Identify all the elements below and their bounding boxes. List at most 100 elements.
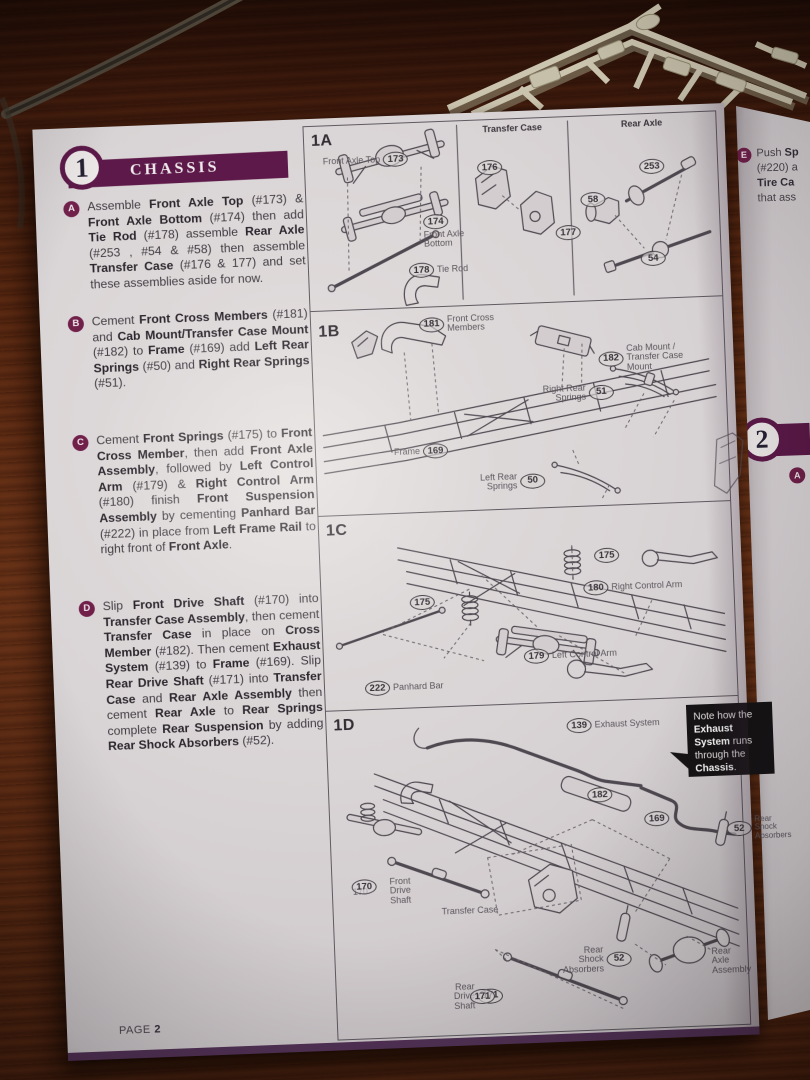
diagram-panel-1d: 1D 139 Exhaust System 182 169 52 Rear Sh… — [324, 694, 792, 1041]
step-b: B Cement Front Cross Members (#181) and … — [67, 306, 311, 393]
label-text: Front Axle Bottom — [423, 228, 465, 250]
front-axle-bottom-drawing — [341, 191, 449, 242]
step-d: D Slip Front Drive Shaft (#170) into Tra… — [78, 591, 324, 756]
diagram-panel-1a: 1A Transfer Case Rear Axle Front Axle To… — [302, 110, 724, 313]
label-176: 176 — [476, 159, 503, 176]
diagram-panel-1c: 1C 175 175 222 Panhard Bar 179 Left Cont… — [317, 500, 739, 712]
part-number-oval: 222 — [364, 680, 391, 697]
label-text: Front Cross Members — [446, 312, 495, 334]
page-footer: PAGE 2 — [119, 1023, 161, 1037]
right-control-arm-drawing — [641, 549, 718, 567]
label-text: Cab Mount / Transfer Case Mount — [625, 341, 684, 372]
step-badge-a-next: A — [788, 467, 806, 484]
label-54: 54 — [640, 250, 667, 267]
next-page-line: Tire Ca — [757, 176, 795, 190]
label-58: 58 — [580, 191, 606, 208]
label-182: 182 — [587, 786, 613, 803]
panel-1d-line-art — [346, 727, 740, 1010]
label-text: Front Axle Top — [322, 154, 381, 167]
label-177: 177 — [555, 224, 581, 241]
label-text: Left Rear Springs — [479, 471, 518, 492]
label-text: Panhard Bar — [392, 680, 444, 692]
label-frame: Frame 169 — [393, 442, 449, 460]
left-rear-spring-drawing — [551, 461, 621, 494]
next-column-part-peek — [713, 432, 744, 494]
right-rear-spring-drawing — [609, 365, 680, 398]
part-number-oval: 175 — [593, 547, 620, 564]
part-number-oval: 50 — [519, 473, 546, 490]
next-page-step-e: E Push Sp (#220) a Tire Ca that ass — [736, 145, 809, 206]
cab-mount-drawing — [529, 325, 595, 357]
step-a-text: Assemble Front Axle Top (#173) & Front A… — [87, 191, 306, 292]
plastic-sprue-parts-tree — [446, 3, 810, 123]
frame-drawing — [397, 547, 727, 652]
rear-drive-shaft-drawing — [502, 952, 628, 1006]
frame-drawing — [322, 358, 717, 475]
label-text: Tie Rod — [436, 262, 469, 274]
label-right-rear-springs: Right Rear Springs 51 — [540, 383, 615, 405]
part-number-oval: 58 — [580, 191, 606, 208]
part-number-oval: 169 — [422, 442, 449, 459]
page-footer-label: PAGE — [118, 1023, 152, 1037]
section-title: CHASSIS — [129, 158, 220, 179]
next-page-text: Push Sp (#220) a Tire Ca that ass — [756, 145, 809, 206]
step-c: C Cement Front Springs (#175) to Front C… — [72, 425, 317, 559]
part-number-oval: 180 — [583, 579, 609, 596]
transfer-case-parts-drawing — [474, 165, 555, 235]
step-badge-b: B — [67, 315, 85, 333]
rear-axle-parts-drawing — [585, 156, 712, 273]
next-page-line: that ass — [757, 190, 797, 204]
left-control-arm-drawing — [566, 659, 654, 679]
part-number-oval: 176 — [476, 159, 503, 176]
page-number: 2 — [154, 1023, 162, 1036]
part-number-oval: 177 — [555, 224, 581, 241]
label-text: Left Control Arm — [551, 647, 618, 660]
step-badge-d: D — [78, 600, 96, 618]
section-number: 1 — [74, 152, 90, 183]
front-drive-shaft-drawing — [387, 856, 490, 899]
part-number-oval: 179 — [523, 648, 550, 665]
front-suspension-drawing — [346, 781, 434, 837]
panhard-bar-drawing — [335, 606, 446, 650]
part-number-oval: 182 — [587, 786, 613, 803]
label-171-oval: 171 — [469, 988, 496, 1005]
panel-1c-line-art — [335, 545, 727, 679]
label-rear-shock-lower: Rear Shock Absorbers 52 — [557, 944, 632, 975]
label-tie-rod: 178 Tie Rod — [408, 261, 469, 279]
step-a: A Assemble Front Axle Top (#173) & Front… — [63, 191, 306, 294]
part-number-oval: 171 — [469, 988, 496, 1005]
section-2-number: 2 — [754, 424, 769, 454]
label-text: Rear Shock Absorbers — [754, 813, 792, 841]
label-cab-mount: 182 Cab Mount / Transfer Case Mount — [598, 341, 707, 373]
part-number-oval: 253 — [638, 158, 665, 175]
instruction-page: CHASSIS 1 A Assemble Front Axle Top (#17… — [32, 103, 792, 1061]
label-text: Exhaust System — [594, 716, 660, 730]
part-number-oval: 169 — [643, 810, 670, 827]
label-text: Frame — [393, 445, 421, 457]
part-number-oval: 173 — [382, 151, 409, 168]
part-number-oval: 52 — [606, 950, 632, 967]
panel-1a-line-art — [327, 120, 712, 306]
step-badge-a: A — [63, 200, 80, 218]
part-number-oval: 51 — [588, 384, 615, 401]
step-c-text: Cement Front Springs (#175) to Front Cro… — [96, 425, 317, 557]
rear-axle-assembly-drawing — [648, 928, 730, 973]
label-175-lower: 175 — [409, 594, 436, 611]
label-text: Right Control Arm — [611, 578, 683, 592]
next-page-line: Push Sp — [756, 146, 799, 160]
part-number-oval: 54 — [640, 250, 667, 267]
step-badge-c: C — [72, 434, 89, 452]
label-front-cross-members: 181 Front Cross Members — [418, 312, 508, 335]
transfer-case-drawing — [487, 843, 582, 916]
part-number-oval: 181 — [418, 316, 445, 333]
next-page-line: (#220) a — [756, 161, 798, 175]
rear-shock-absorber-drawings — [616, 811, 730, 942]
section-2-banner: 2 A — [739, 416, 810, 484]
label-text: Rear Shock Absorbers — [562, 944, 605, 975]
step-b-text: Cement Front Cross Members (#181) and Ca… — [91, 306, 310, 391]
cross-member-peek-drawing — [403, 274, 440, 306]
step-badge-e: E — [736, 147, 752, 163]
front-cross-member-drawing — [351, 321, 447, 359]
label-169: 169 — [643, 810, 670, 827]
